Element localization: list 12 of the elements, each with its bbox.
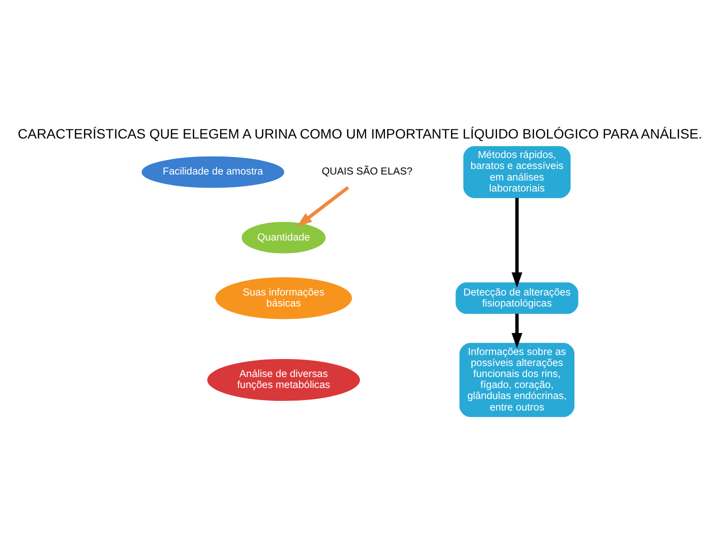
arrow: [296, 186, 350, 226]
node-box: Informações sobre as possíveis alterações funcionais dos rins, fígado, coração, glândulas endócrinas, entre outros: [459, 342, 574, 417]
arrow: [512, 313, 522, 348]
arrow: [512, 197, 522, 288]
node-box: Métodos rápidos, baratos e acessíveis em análises laboratoriais: [463, 146, 571, 198]
node-box: Detecção de alterações fisiopatológicas: [456, 282, 578, 314]
node-ellipse: Quantidade: [242, 221, 326, 253]
node-ellipse: Análise de diversas funções metabólicas: [207, 358, 360, 400]
diagram-title: CARACTERÍSTICAS QUE ELEGEM A URINA COMO UM IMPORTANTE LÍQUIDO BIOLÓGICO PARA ANÁLISE.: [18, 126, 702, 142]
node-text: QUAIS SÃO ELAS?: [322, 166, 412, 178]
node-ellipse: Facilidade de amostra: [142, 156, 284, 188]
node-ellipse: Suas informações básicas: [215, 276, 352, 319]
